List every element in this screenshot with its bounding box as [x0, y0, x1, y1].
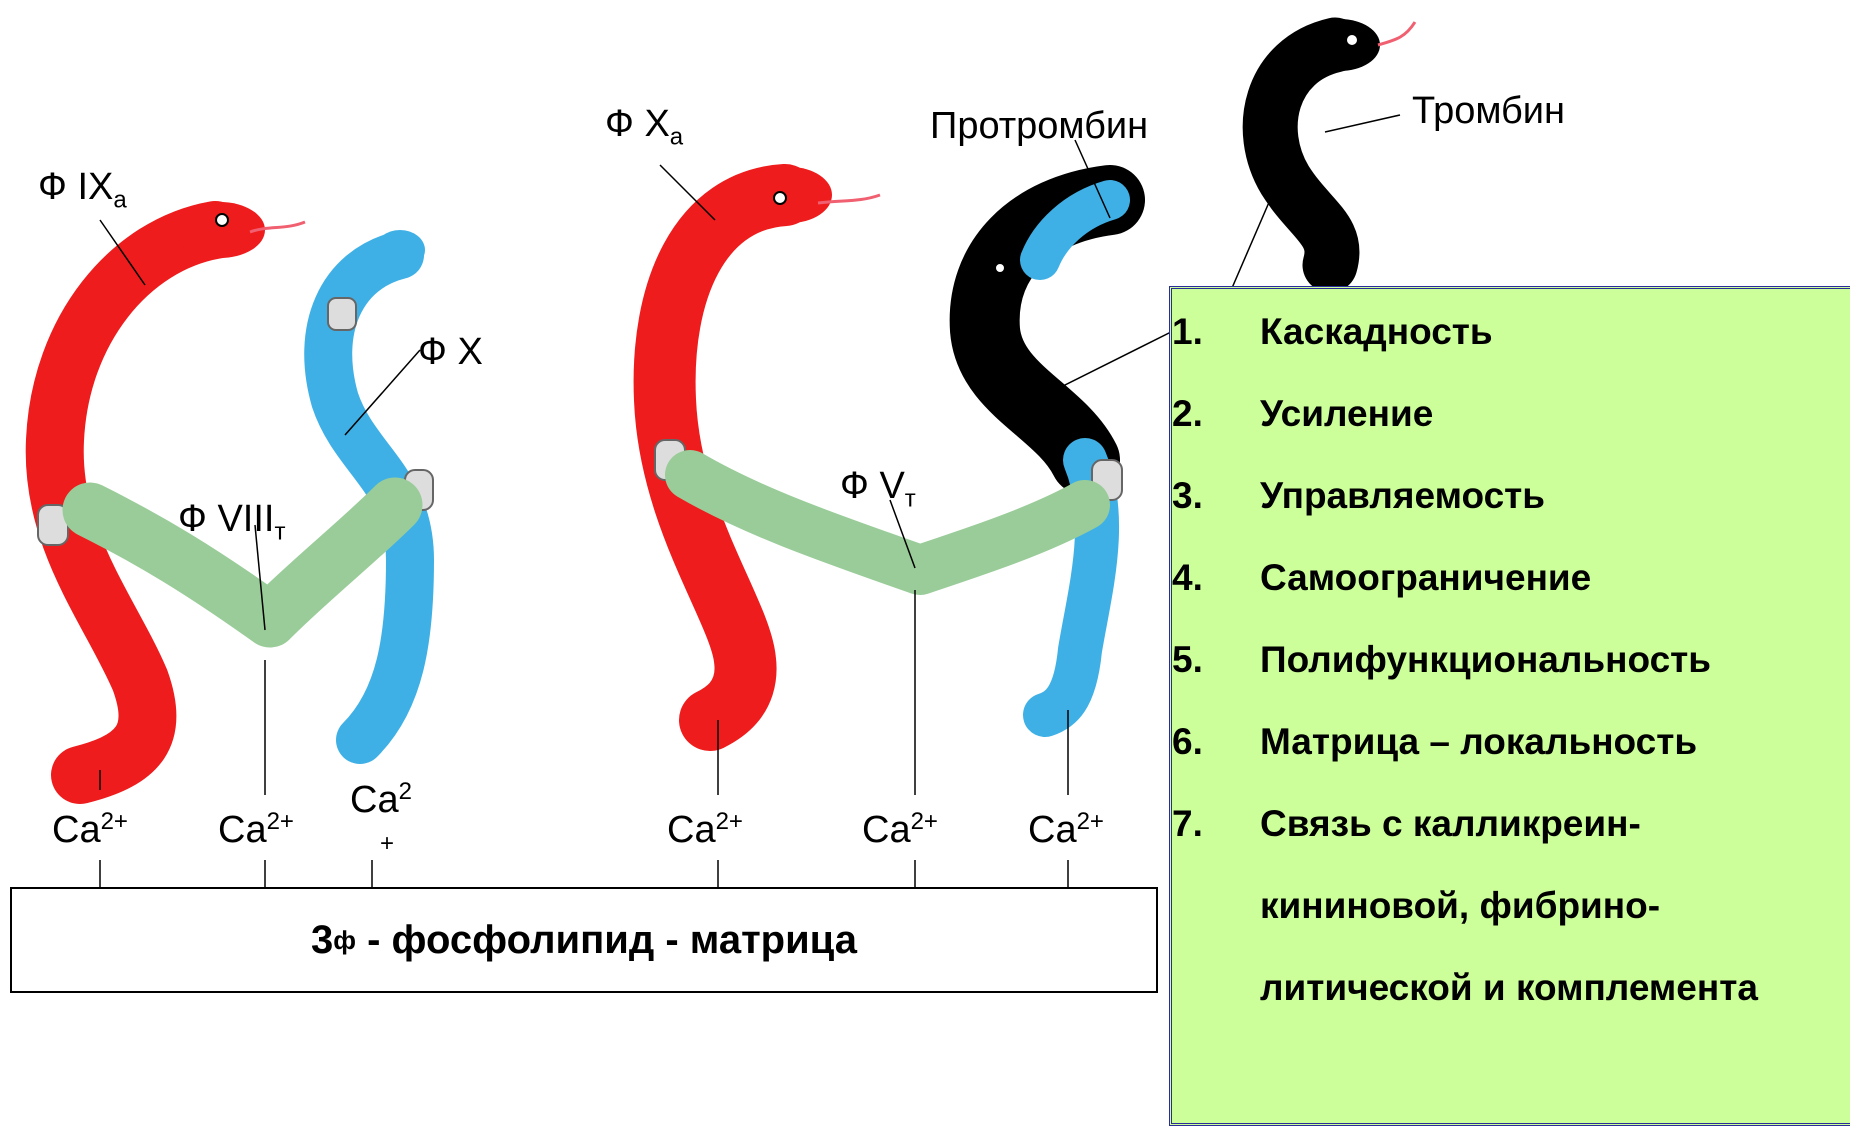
- factor-xa-snake: [655, 167, 880, 720]
- property-text: литической и комплемента: [1260, 967, 1758, 1009]
- property-number: 4.: [1172, 557, 1203, 599]
- property-number: 3.: [1172, 475, 1203, 517]
- calcium-label: Ca2+: [218, 810, 294, 849]
- calcium-label: Ca2+: [862, 810, 938, 849]
- calcium-label: Ca2+: [667, 810, 743, 849]
- property-number: 7.: [1172, 803, 1203, 845]
- label-factor-ixa: Ф IXа: [38, 168, 127, 212]
- thrombin-snake: [1270, 19, 1415, 265]
- property-number: 1.: [1172, 311, 1203, 353]
- property-text: Управляемость: [1260, 475, 1545, 517]
- matrix-text: - фосфолипид - матрица: [356, 918, 857, 963]
- calcium-label: Ca2: [350, 780, 412, 819]
- property-text: Полифункциональность: [1260, 639, 1711, 681]
- label-factor-viiit: Ф VIIIт: [178, 500, 285, 544]
- property-text: Усиление: [1260, 393, 1433, 435]
- matrix-prefix: 3: [311, 918, 333, 963]
- calcium-label: Ca2+: [1028, 810, 1104, 849]
- calcium-label-wrap: +: [380, 832, 394, 856]
- label-prothrombin: Протромбин: [930, 107, 1148, 145]
- property-number: 2.: [1172, 393, 1203, 435]
- property-text: Каскадность: [1260, 311, 1493, 353]
- label-factor-vt: Ф Vт: [840, 467, 916, 511]
- property-number: 5.: [1172, 639, 1203, 681]
- properties-panel: 1. Каскадность 2. Усиление 3. Управляемость 4.…: [1169, 286, 1850, 1126]
- calcium-label: Ca2+: [52, 810, 128, 849]
- property-text: Матрица – локальность: [1260, 721, 1697, 763]
- label-factor-xa: Ф Xа: [605, 105, 683, 149]
- label-thrombin: Тромбин: [1412, 92, 1565, 130]
- property-text: кининовой, фибрино-: [1260, 885, 1660, 927]
- property-text: Самоограничение: [1260, 557, 1591, 599]
- prothrombin-snake: [985, 200, 1122, 715]
- property-number: 6.: [1172, 721, 1203, 763]
- label-factor-x: Ф X: [418, 333, 483, 371]
- property-text: Связь с калликреин-: [1260, 803, 1641, 845]
- matrix-prefix-sub: ф: [333, 925, 356, 956]
